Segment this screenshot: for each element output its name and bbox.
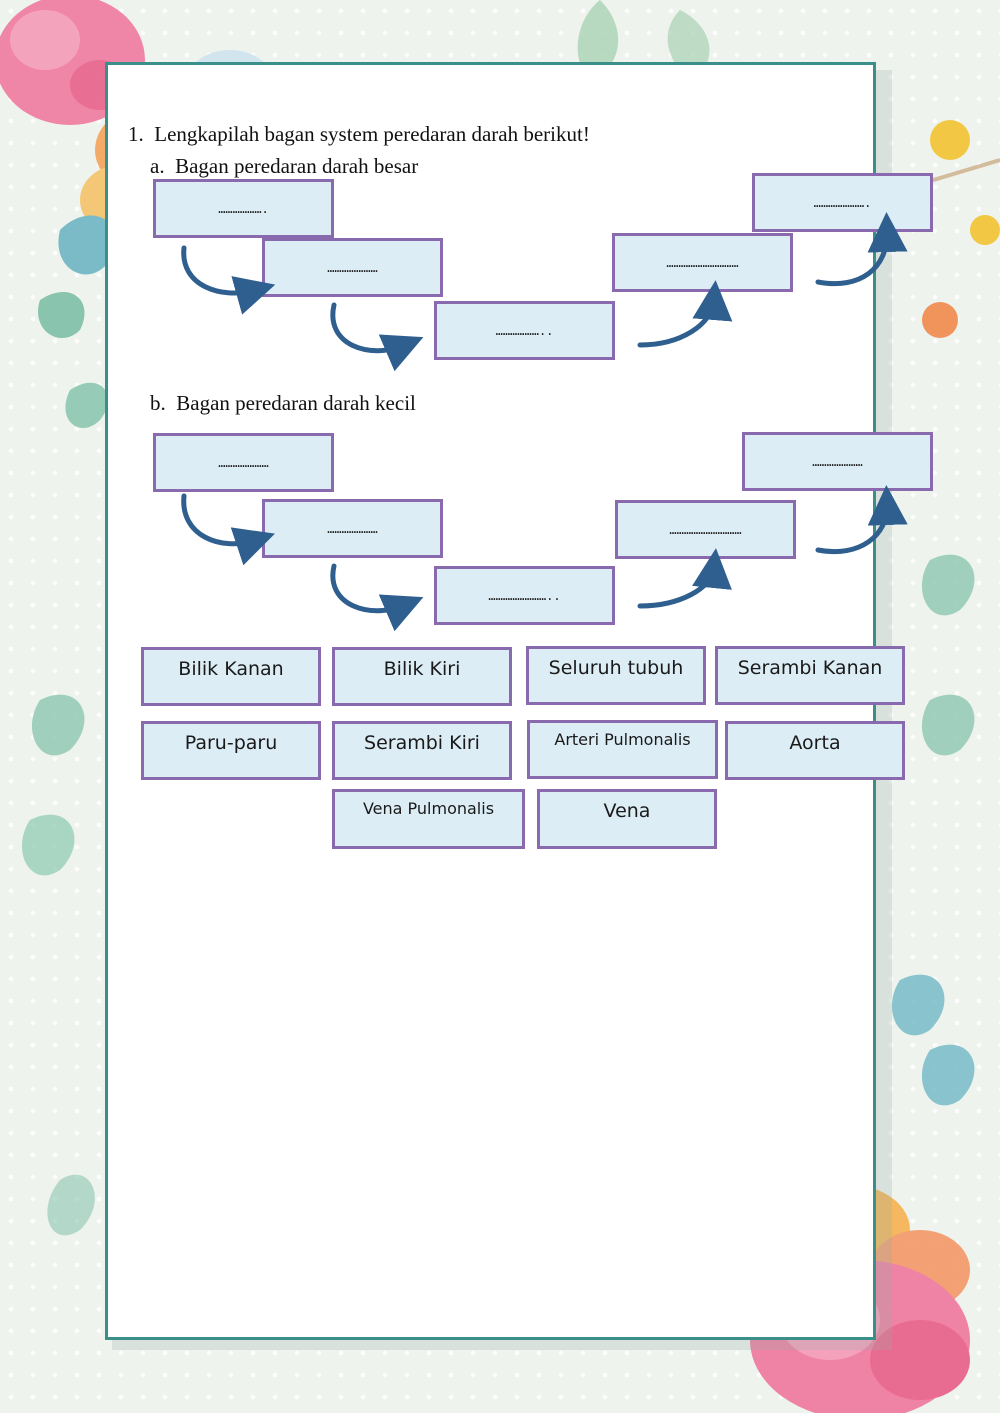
question-heading: 1. Lengkapilah bagan system peredaran da… — [128, 122, 590, 147]
section-a-blank-5[interactable]: …………………. — [752, 173, 933, 232]
section-b-blank-4[interactable]: ………………………… — [615, 500, 796, 559]
section-a-heading: a. Bagan peredaran darah besar — [150, 154, 418, 179]
section-b-blank-5[interactable]: ………………… — [742, 432, 933, 491]
section-b-blank-2[interactable]: ………………… — [262, 499, 443, 558]
section-b-blank-3[interactable]: …………………….. — [434, 566, 615, 625]
option-arteri-pulmonalis[interactable]: Arteri Pulmonalis — [527, 720, 718, 779]
option-serambi-kiri[interactable]: Serambi Kiri — [332, 721, 512, 780]
question-number: 1. — [128, 122, 144, 146]
section-a-blank-4[interactable]: ………………………… — [612, 233, 793, 292]
section-b-title: Bagan peredaran darah kecil — [176, 391, 416, 415]
section-a-blank-3[interactable]: ……………….. — [434, 301, 615, 360]
option-vena[interactable]: Vena — [537, 789, 717, 849]
section-a-blank-2[interactable]: ………………… — [262, 238, 443, 297]
option-bilik-kiri[interactable]: Bilik Kiri — [332, 647, 512, 706]
section-b-blank-1[interactable]: ………………… — [153, 433, 334, 492]
option-serambi-kanan[interactable]: Serambi Kanan — [715, 646, 905, 705]
option-paru-paru[interactable]: Paru-paru — [141, 721, 321, 780]
option-aorta[interactable]: Aorta — [725, 721, 905, 780]
question-text: Lengkapilah bagan system peredaran darah… — [154, 122, 590, 146]
section-a-letter: a. — [150, 154, 165, 178]
section-b-heading: b. Bagan peredaran darah kecil — [150, 391, 416, 416]
section-b-letter: b. — [150, 391, 166, 415]
option-bilik-kanan[interactable]: Bilik Kanan — [141, 647, 321, 706]
section-a-blank-1[interactable]: ………………. — [153, 179, 334, 238]
section-a-title: Bagan peredaran darah besar — [175, 154, 419, 178]
option-vena-pulmonalis[interactable]: Vena Pulmonalis — [332, 789, 525, 849]
option-seluruh-tubuh[interactable]: Seluruh tubuh — [526, 646, 706, 705]
